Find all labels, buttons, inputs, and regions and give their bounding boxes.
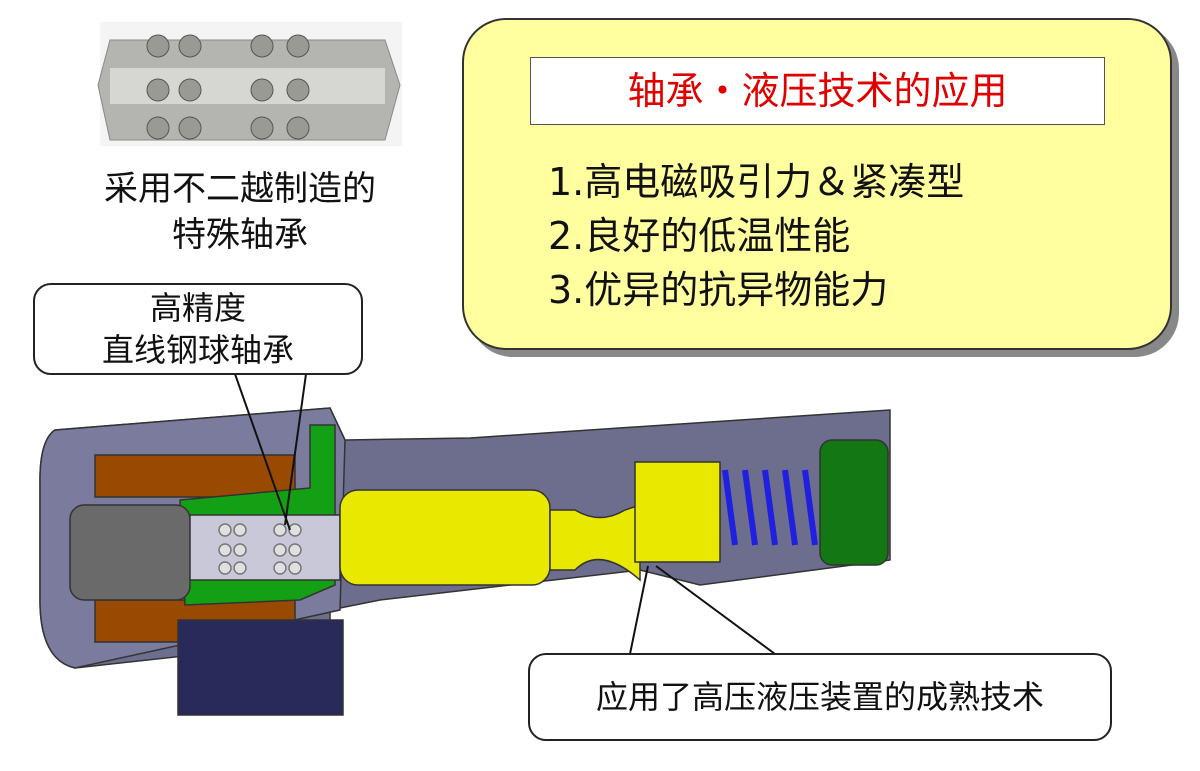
feature-item: 3.优异的抗异物能力 <box>548 268 889 312</box>
feature-item: 1.高电磁吸引力＆紧凑型 <box>548 160 965 204</box>
callout-linear-bearing: 高精度 直线钢球轴承 <box>33 283 363 375</box>
panel-title: 轴承・液压技术的应用 <box>530 57 1105 125</box>
callout-hydraulic: 应用了高压液压装置的成熟技术 <box>528 653 1112 741</box>
callout-bearing-line2: 直线钢球轴承 <box>101 331 294 369</box>
spool <box>339 461 721 586</box>
photo-caption-line2: 特殊轴承 <box>172 215 308 255</box>
spring <box>722 469 818 546</box>
photo-caption-line1: 采用不二越制造的 <box>104 169 376 209</box>
callout-bearing-line1: 高精度 <box>149 289 246 327</box>
bearing-photo-frame <box>100 22 402 146</box>
valve-housing <box>39 407 891 716</box>
bearing-photo <box>97 22 402 146</box>
callout-pointers <box>234 373 776 655</box>
feature-item: 2.良好的低温性能 <box>548 214 851 258</box>
